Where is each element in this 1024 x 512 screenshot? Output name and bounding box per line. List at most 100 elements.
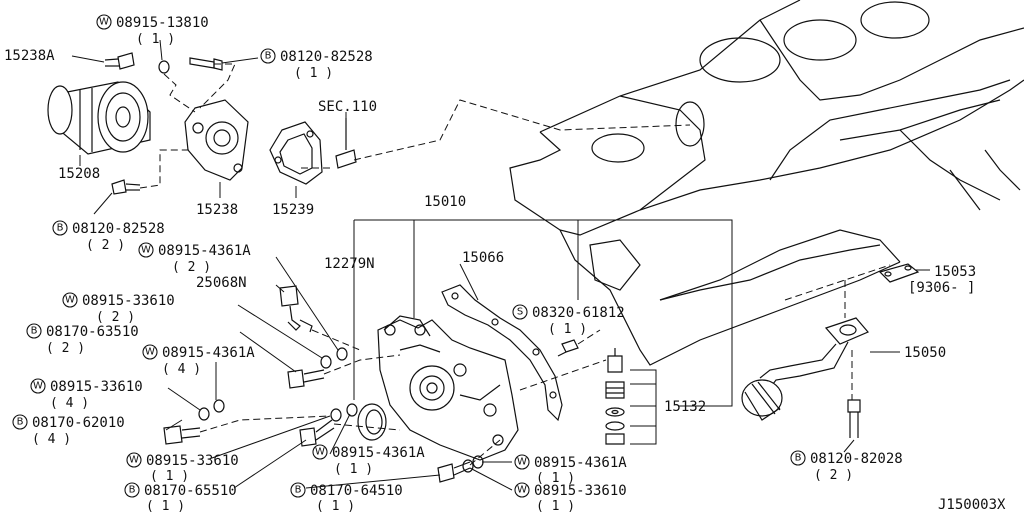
badge-w: W xyxy=(62,292,78,308)
svg-text:B: B xyxy=(31,326,38,337)
relief-valve-kit-15132[interactable] xyxy=(605,348,625,445)
label-08915-33610-d: 08915-33610 xyxy=(534,483,627,499)
gasket-15066[interactable] xyxy=(441,284,563,422)
svg-text:W: W xyxy=(129,455,139,466)
oil-strainer-15050[interactable] xyxy=(741,317,869,421)
washers-group[interactable] xyxy=(198,347,484,473)
label-08120-82528-top: 08120-82528 xyxy=(280,49,373,65)
svg-text:W: W xyxy=(33,381,43,392)
label-08915-33610-b: 08915-33610 xyxy=(50,379,143,395)
bolt-08170-63510[interactable] xyxy=(287,369,325,389)
label-15238A: 15238A xyxy=(4,48,55,64)
svg-text:W: W xyxy=(141,245,151,256)
svg-text:B: B xyxy=(129,485,136,496)
label-08170-64510: 08170-64510 xyxy=(310,483,403,499)
qty-08915-4361A-a: ( 2 ) xyxy=(172,260,211,275)
qty-08170-63510: ( 2 ) xyxy=(46,341,85,356)
gasket-15053[interactable] xyxy=(878,263,920,283)
badge-b: B xyxy=(260,48,276,64)
svg-text:B: B xyxy=(295,485,302,496)
qty-08915-4361A-d: ( 1 ) xyxy=(536,471,575,486)
qty-08915-13810: ( 1 ) xyxy=(136,32,175,47)
oil-seal-12279N[interactable] xyxy=(357,403,387,441)
qty-08915-33610-d: ( 1 ) xyxy=(536,499,575,512)
label-08915-33610-c: 08915-33610 xyxy=(146,453,239,469)
label-08120-82028: 08120-82028 xyxy=(810,451,903,467)
label-08915-4361A-d: 08915-4361A xyxy=(534,455,627,471)
svg-text:W: W xyxy=(145,347,155,358)
badge-b: B xyxy=(790,450,806,466)
label-08170-63510: 08170-63510 xyxy=(46,324,139,340)
sensor-25068N[interactable] xyxy=(279,285,313,333)
part-labels: W 08915-13810 ( 1 ) 15238A B 08120-82528… xyxy=(4,14,1006,512)
figure-id: J150003X xyxy=(938,497,1006,512)
badge-b: B xyxy=(52,220,68,236)
qty-08915-4361A-c: ( 1 ) xyxy=(334,462,373,477)
label-08120-82528-bottom: 08120-82528 xyxy=(72,221,165,237)
badge-b: B xyxy=(290,482,306,498)
qty-08915-33610-b: ( 4 ) xyxy=(50,396,89,411)
screw-08320-61812[interactable] xyxy=(557,339,579,357)
label-sec110: SEC.110 xyxy=(318,99,377,115)
engine-block xyxy=(509,0,1024,366)
filter-bracket-15238[interactable] xyxy=(184,99,249,181)
badge-w: W xyxy=(514,454,530,470)
label-15066: 15066 xyxy=(462,250,504,266)
svg-text:S: S xyxy=(517,307,523,318)
qty-08120-82528-top: ( 1 ) xyxy=(294,66,333,81)
qty-08120-82528-bottom: ( 2 ) xyxy=(86,238,125,253)
label-08915-4361A-c: 08915-4361A xyxy=(332,445,425,461)
label-12279N: 12279N xyxy=(324,256,375,272)
qty-08915-4361A-b: ( 4 ) xyxy=(162,362,201,377)
bolt-08170-62010[interactable] xyxy=(163,425,201,445)
svg-text:B: B xyxy=(795,453,802,464)
label-15208: 15208 xyxy=(58,166,100,182)
label-15010: 15010 xyxy=(424,194,466,210)
bolt-08120-82528-top[interactable] xyxy=(189,57,223,71)
badge-b: B xyxy=(26,323,42,339)
svg-text:B: B xyxy=(57,223,64,234)
badge-w: W xyxy=(138,242,154,258)
badge-w: W xyxy=(126,452,142,468)
label-08915-4361A-b: 08915-4361A xyxy=(162,345,255,361)
badge-w: W xyxy=(96,14,112,30)
svg-text:W: W xyxy=(517,485,527,496)
badge-w: W xyxy=(514,482,530,498)
label-08915-13810: 08915-13810 xyxy=(116,15,209,31)
qty-08120-82028: ( 2 ) xyxy=(814,468,853,483)
oil-filter-15208[interactable] xyxy=(47,81,151,155)
bolt-08170-64510[interactable] xyxy=(437,461,471,483)
label-08915-33610-a: 08915-33610 xyxy=(82,293,175,309)
bolt-08170-65510[interactable] xyxy=(299,419,335,447)
washer-08915-13810[interactable] xyxy=(158,60,170,74)
qty-08915-33610-c: ( 1 ) xyxy=(150,469,189,484)
label-15238: 15238 xyxy=(196,202,238,218)
oil-pump-body-15010[interactable] xyxy=(377,315,519,461)
svg-text:W: W xyxy=(65,295,75,306)
label-25068N: 25068N xyxy=(196,275,247,291)
bolt-08120-82528-bottom[interactable] xyxy=(111,179,141,195)
bolt-15238A[interactable] xyxy=(104,52,135,70)
stud-sec110[interactable] xyxy=(335,118,357,169)
qty-08170-62010: ( 4 ) xyxy=(32,432,71,447)
badge-b: B xyxy=(12,414,28,430)
badge-w: W xyxy=(312,444,328,460)
svg-text:B: B xyxy=(17,417,24,428)
qty-08915-33610-a: ( 2 ) xyxy=(96,310,135,325)
assembly-lines xyxy=(139,63,891,466)
badge-w: W xyxy=(142,344,158,360)
label-15132: 15132 xyxy=(664,399,706,415)
svg-text:W: W xyxy=(517,457,527,468)
badge-s: S xyxy=(512,304,528,320)
leader-lines xyxy=(71,39,930,491)
svg-text:W: W xyxy=(99,17,109,28)
label-08915-4361A-a: 08915-4361A xyxy=(158,243,251,259)
bolt-08120-82028[interactable] xyxy=(847,399,861,438)
label-08170-62010: 08170-62010 xyxy=(32,415,125,431)
gasket-15239[interactable] xyxy=(269,121,323,185)
svg-text:W: W xyxy=(315,447,325,458)
svg-text:B: B xyxy=(265,51,272,62)
label-08320-61812: 08320-61812 xyxy=(532,305,625,321)
label-15053: 15053 xyxy=(934,264,976,280)
